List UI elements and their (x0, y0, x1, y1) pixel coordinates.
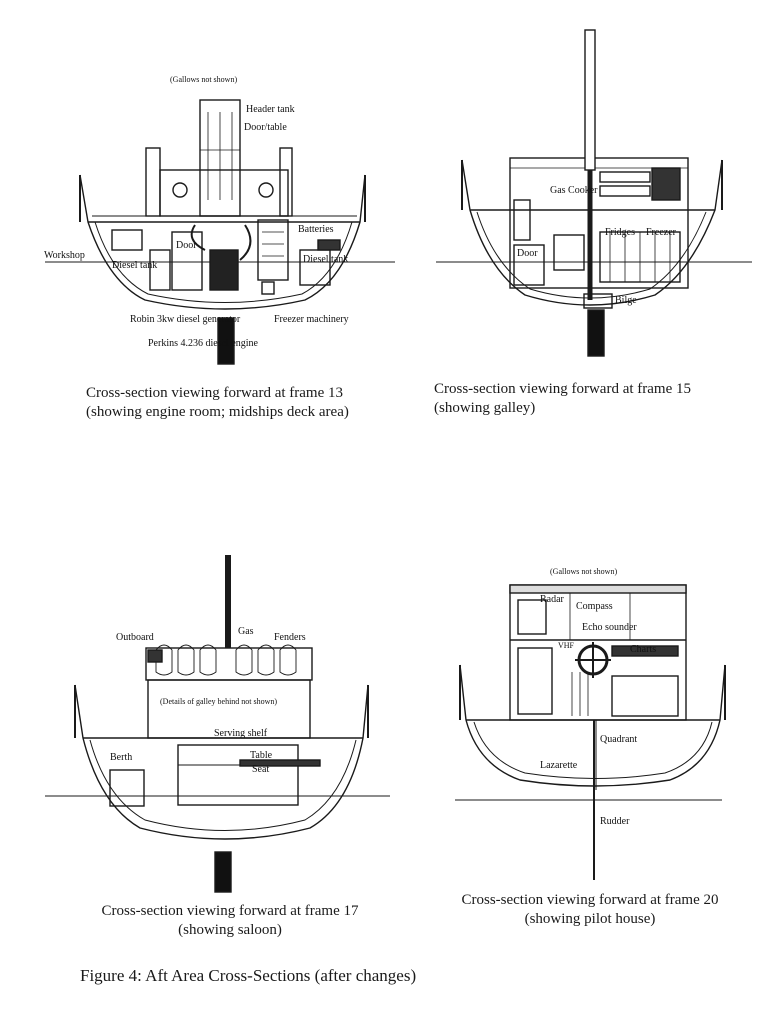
label-door-table: Door/table (244, 122, 287, 133)
caption-frame17-line2: (showing saloon) (178, 922, 282, 938)
caption-frame20: Cross-section viewing forward at frame 2… (440, 891, 740, 929)
label-diesel-tank-right: Diesel tank (303, 254, 348, 265)
note-frame20: (Gallows not shown) (550, 567, 617, 576)
label-fridges: Fridges (605, 227, 635, 238)
label-echo-sounder: Echo sounder (582, 622, 637, 633)
caption-frame20-line1: Cross-section viewing forward at frame 2… (461, 892, 719, 908)
label-charts: Charts (630, 644, 656, 655)
caption-frame20-line2: (showing pilot house) (524, 911, 656, 927)
label-rudder: Rudder (600, 816, 630, 827)
keel-frame13 (217, 317, 235, 365)
label-berth: Berth (110, 752, 132, 763)
label-gas: Gas (238, 626, 254, 637)
section-frame13 (45, 99, 395, 365)
section-frame15 (436, 29, 752, 357)
label-header-tank: Header tank (246, 104, 295, 115)
label-outboard: Outboard (116, 632, 154, 643)
label-quadrant: Quadrant (600, 734, 637, 745)
keel-frame15 (587, 309, 605, 357)
hull-frame17 (74, 684, 369, 840)
label-freezer-machinery: Freezer machinery (274, 314, 349, 325)
section-frame17 (45, 555, 390, 893)
keel-frame17 (214, 851, 232, 893)
engine-block (209, 249, 239, 291)
section-frame20 (455, 584, 726, 880)
caption-frame13: Cross-section viewing forward at frame 1… (86, 384, 349, 422)
label-door-frame13: Door (176, 240, 197, 251)
hull-frame20 (459, 664, 726, 787)
label-door-frame15: Door (517, 248, 538, 259)
label-generator: Robin 3kw diesel generator (130, 314, 241, 325)
label-lazarette: Lazarette (540, 760, 578, 771)
caption-frame13-line1: Cross-section viewing forward at frame 1… (86, 385, 344, 401)
label-vhf: VHF (558, 641, 575, 650)
caption-frame17-line1: Cross-section viewing forward at frame 1… (101, 903, 359, 919)
label-serving-shelf: Serving shelf (214, 728, 268, 739)
label-diesel-tank-left: Diesel tank (112, 260, 157, 271)
label-workshop: Workshop (44, 250, 85, 261)
caption-frame15-line2: (showing galley) (434, 400, 536, 416)
label-freezer: Freezer (646, 227, 677, 238)
caption-frame17: Cross-section viewing forward at frame 1… (80, 902, 380, 940)
caption-frame13-line2: (showing engine room; midships deck area… (86, 404, 349, 420)
label-engine: Perkins 4.236 diesel engine (148, 338, 259, 349)
label-compass: Compass (576, 601, 613, 612)
label-galley-details: (Details of galley behind not shown) (160, 697, 277, 706)
figure-caption: Figure 4: Aft Area Cross-Sections (after… (80, 966, 417, 985)
label-radar: Radar (540, 594, 565, 605)
label-bilge: Bilge (615, 295, 637, 306)
caption-frame15: Cross-section viewing forward at frame 1… (434, 380, 691, 418)
label-seat: Seat (252, 764, 269, 775)
label-fenders: Fenders (274, 632, 306, 643)
hull-frame15 (461, 159, 723, 306)
note-frame13: (Gallows not shown) (170, 75, 237, 84)
caption-frame15-line1: Cross-section viewing forward at frame 1… (434, 381, 692, 397)
label-batteries: Batteries (298, 224, 334, 235)
hull-frame13 (79, 174, 366, 310)
label-table: Table (250, 750, 273, 761)
label-gas-cooker: Gas Cooker (550, 185, 598, 196)
